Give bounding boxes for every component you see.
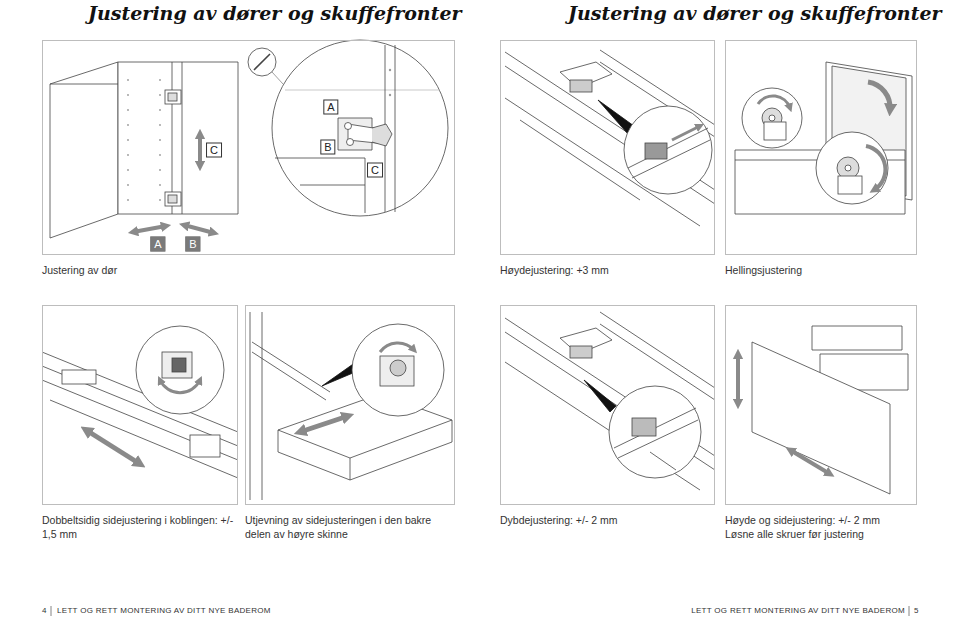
callout-letter: A xyxy=(150,237,165,252)
caption: Justering av dør xyxy=(42,263,455,277)
callout-letter: C xyxy=(367,163,383,178)
footer-text: LETT OG RETT MONTERING AV DITT NYE BADER… xyxy=(57,606,271,615)
panel-frame xyxy=(42,305,238,505)
illustration-panel: Høyde og sidejustering: +/- 2 mmLøsne al… xyxy=(725,305,917,541)
callout-letter: C xyxy=(206,143,222,158)
callout-letter-text: B xyxy=(189,238,196,251)
page-number: 4 xyxy=(42,606,47,615)
caption: Høyde og sidejustering: +/- 2 mm xyxy=(725,513,917,527)
footer-text: LETT OG RETT MONTERING AV DITT NYE BADER… xyxy=(691,606,905,615)
panel-frame xyxy=(500,305,715,505)
callout-letter: B xyxy=(320,140,335,155)
illustration-panel: Dybdejustering: +/- 2 mm xyxy=(500,305,715,527)
illustration-panel: Justering av dør A C B C A B xyxy=(42,40,455,277)
panel-frame xyxy=(42,40,455,255)
illustration-panel: Utjevning av sidejusteringen i den bakre… xyxy=(245,305,455,541)
caption: Utjevning av sidejusteringen i den bakre… xyxy=(245,513,455,541)
page-number: 5 xyxy=(914,606,919,615)
page-title: Justering av dører og skuffefronter xyxy=(568,2,942,24)
page-title: Justering av dører og skuffefronter xyxy=(88,2,462,24)
callout-letter-text: C xyxy=(210,144,218,157)
callout-letter-text: B xyxy=(324,141,331,154)
panel-frame xyxy=(500,40,715,255)
callout-letter: A xyxy=(323,100,338,115)
illustration-panel: Høydejustering: +3 mm xyxy=(500,40,715,277)
panel-frame xyxy=(245,305,455,505)
panel-frame xyxy=(725,305,917,505)
caption: Hellingsjustering xyxy=(725,263,917,277)
panel-frame xyxy=(725,40,917,255)
caption: Høydejustering: +3 mm xyxy=(500,263,715,277)
caption: Dobbeltsidig sidejustering i koblingen: … xyxy=(42,513,238,541)
illustration-panel: Hellingsjustering xyxy=(725,40,917,277)
caption: Løsne alle skruer før justering xyxy=(725,527,917,541)
illustration-panel: Dobbeltsidig sidejustering i koblingen: … xyxy=(42,305,238,541)
callout-letter: B xyxy=(185,237,200,252)
caption: Dybdejustering: +/- 2 mm xyxy=(500,513,715,527)
callout-letter-text: A xyxy=(154,238,161,251)
callout-letter-text: C xyxy=(371,164,379,177)
callout-letter-text: A xyxy=(327,101,334,114)
